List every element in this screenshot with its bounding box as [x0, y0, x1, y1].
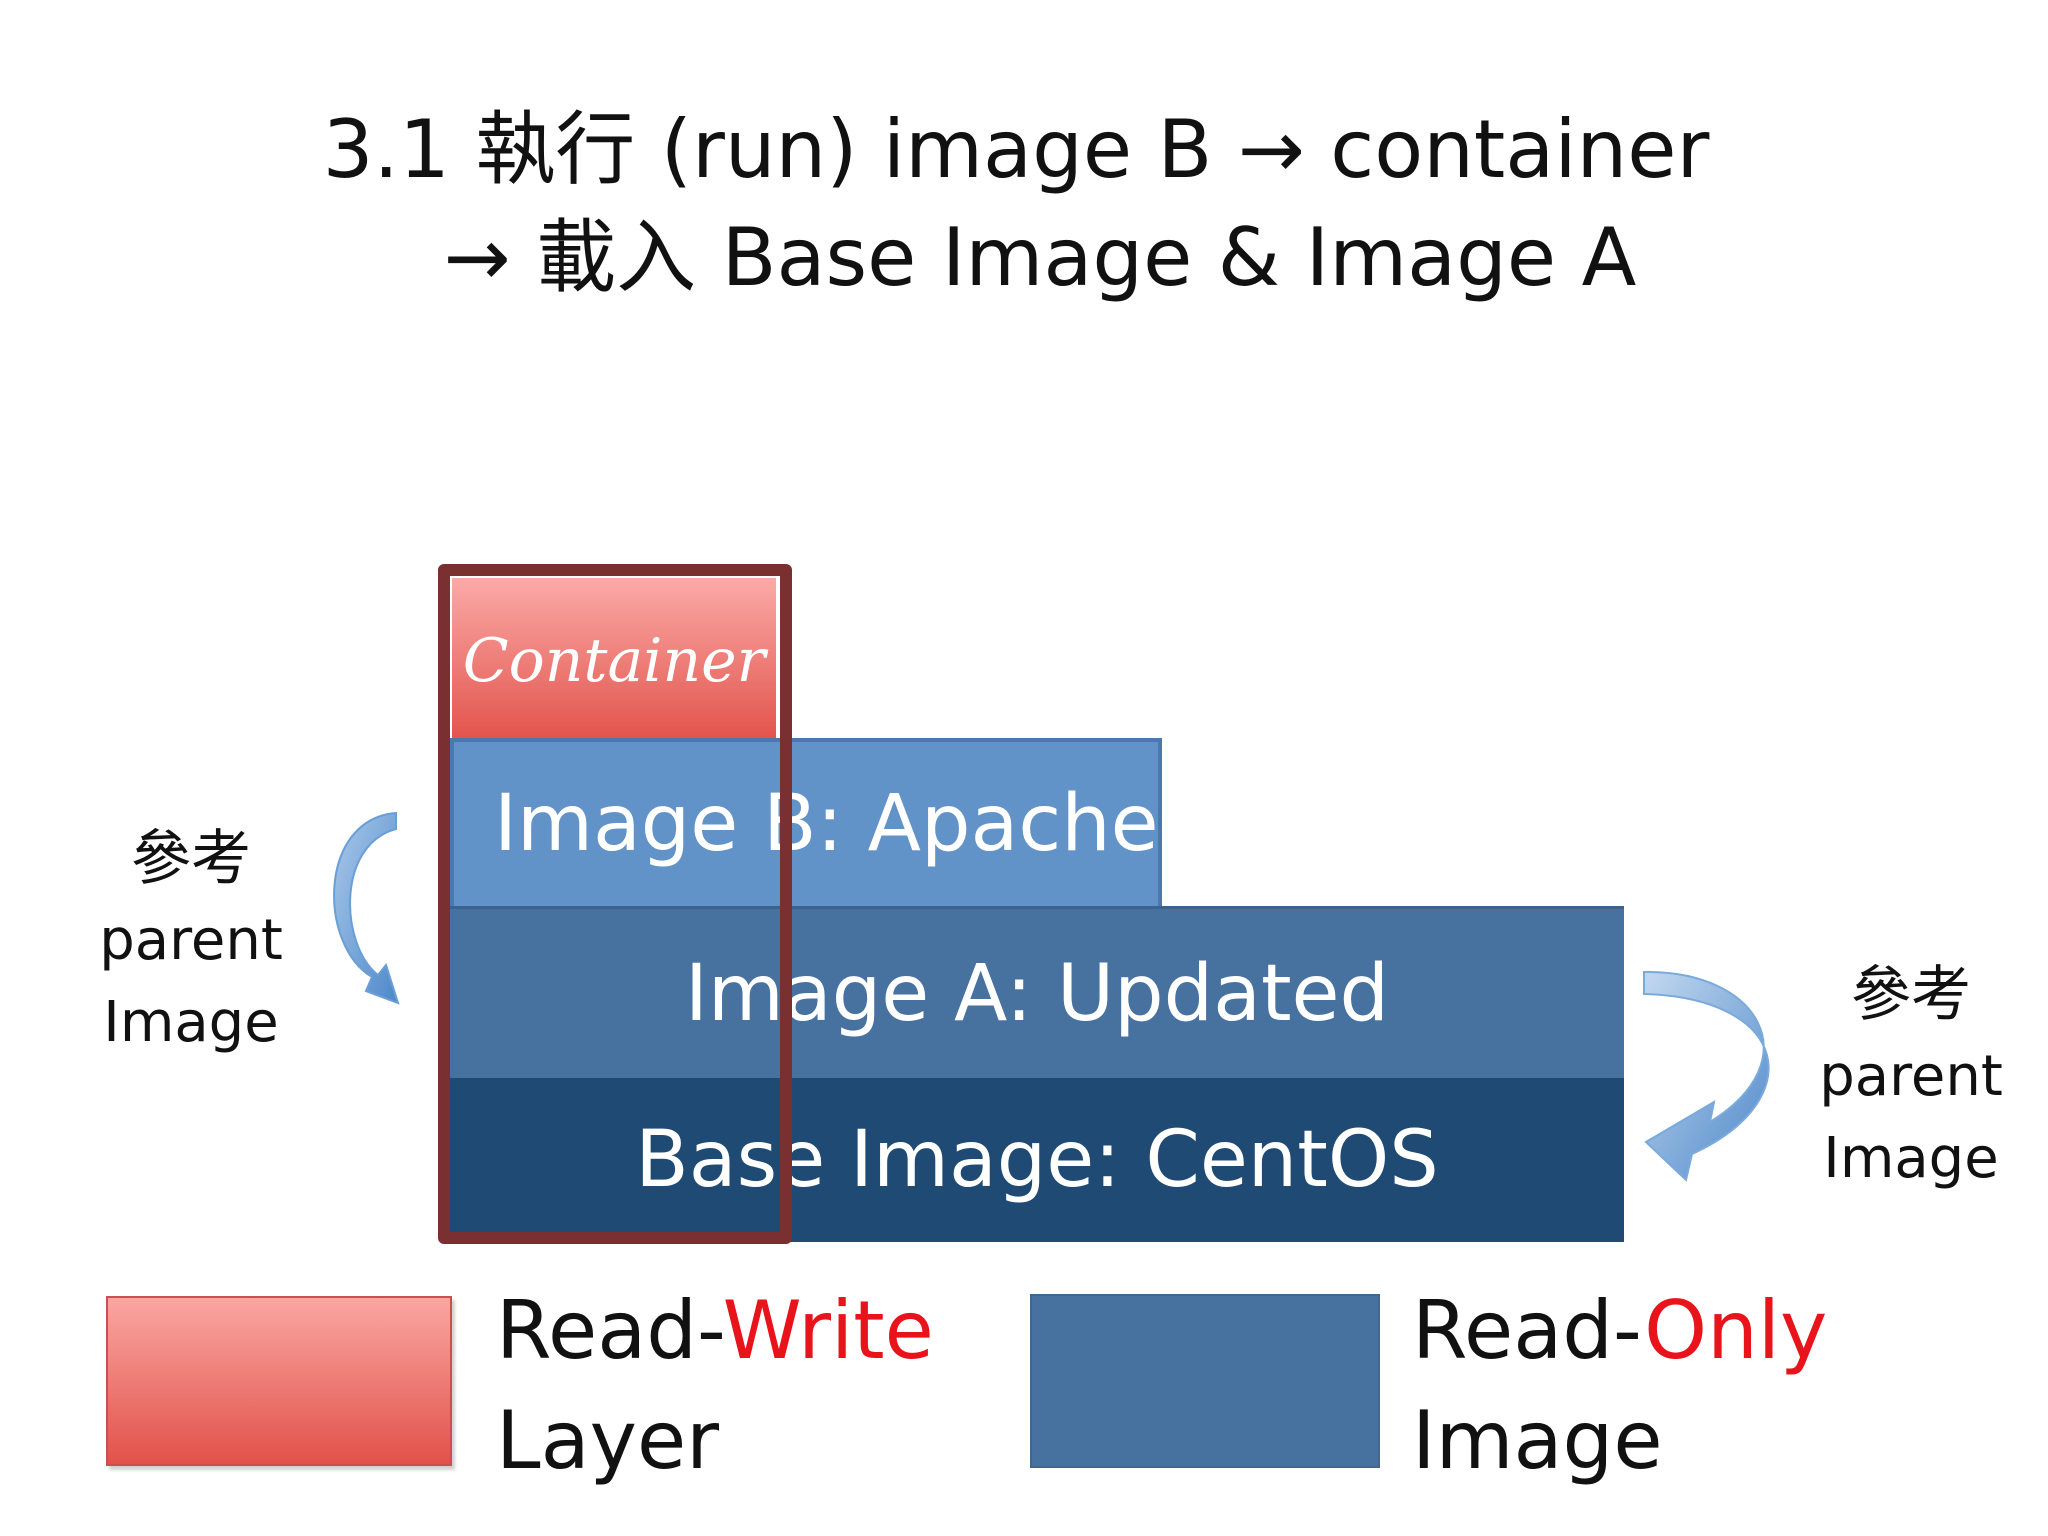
legend-ro-line2: Image — [1412, 1394, 1663, 1487]
legend-rw-prefix: Read- — [496, 1284, 723, 1377]
container-layer: Container — [452, 578, 776, 738]
right-parent-text: parent — [1819, 1044, 2003, 1109]
title-container: container — [1330, 103, 1710, 196]
left-image-text: Image — [103, 990, 279, 1055]
right-parent-label: 參考 parent Image — [1796, 954, 2026, 1200]
left-parent-text: parent — [99, 908, 283, 973]
legend-read-only-text: Read-Only Image — [1412, 1276, 1827, 1496]
image-a-layer: Image A: Updated — [450, 906, 1624, 1078]
legend-ro-prefix: Read- — [1412, 1284, 1645, 1377]
legend-read-write-text: Read-Write Layer — [496, 1276, 934, 1496]
title-run-cjk: 執行 — [475, 103, 636, 196]
legend-rw-line2: Layer — [496, 1394, 720, 1487]
container-label: Container — [462, 626, 766, 696]
title-arrow-icon: → — [1237, 103, 1305, 196]
title-line-1: 3.1 執行 (run) image B → container — [0, 100, 2040, 200]
title-line-2: → 載入 Base Image & Image A — [16, 208, 2048, 308]
title-load-cjk: 載入 — [536, 211, 697, 304]
title-run-image-b: (run) image B — [660, 103, 1213, 196]
legend-read-only-swatch — [1030, 1294, 1380, 1468]
curved-arrow-down-right-icon — [333, 811, 400, 1005]
base-image-label: Base Image: CentOS — [635, 1115, 1439, 1205]
title-arrow-icon-2: → — [443, 211, 511, 304]
left-reference-cjk: 參考 — [131, 824, 251, 894]
left-parent-label: 參考 parent Image — [76, 818, 306, 1064]
base-image-layer: Base Image: CentOS — [450, 1078, 1624, 1242]
title-loaded-images: Base Image & Image A — [721, 211, 1637, 304]
right-image-text: Image — [1823, 1126, 1999, 1191]
image-b-label: Image B: Apache — [494, 779, 1159, 869]
right-reference-cjk: 參考 — [1851, 960, 1971, 1030]
legend-rw-accent: Write — [722, 1284, 934, 1377]
legend-ro-accent: Only — [1644, 1284, 1828, 1377]
curved-arrow-down-left-icon — [1643, 970, 1770, 1182]
image-a-label: Image A: Updated — [684, 948, 1390, 1039]
image-b-layer: Image B: Apache — [450, 738, 1162, 906]
legend-read-write-swatch — [106, 1296, 452, 1466]
title-number: 3.1 — [322, 103, 450, 196]
